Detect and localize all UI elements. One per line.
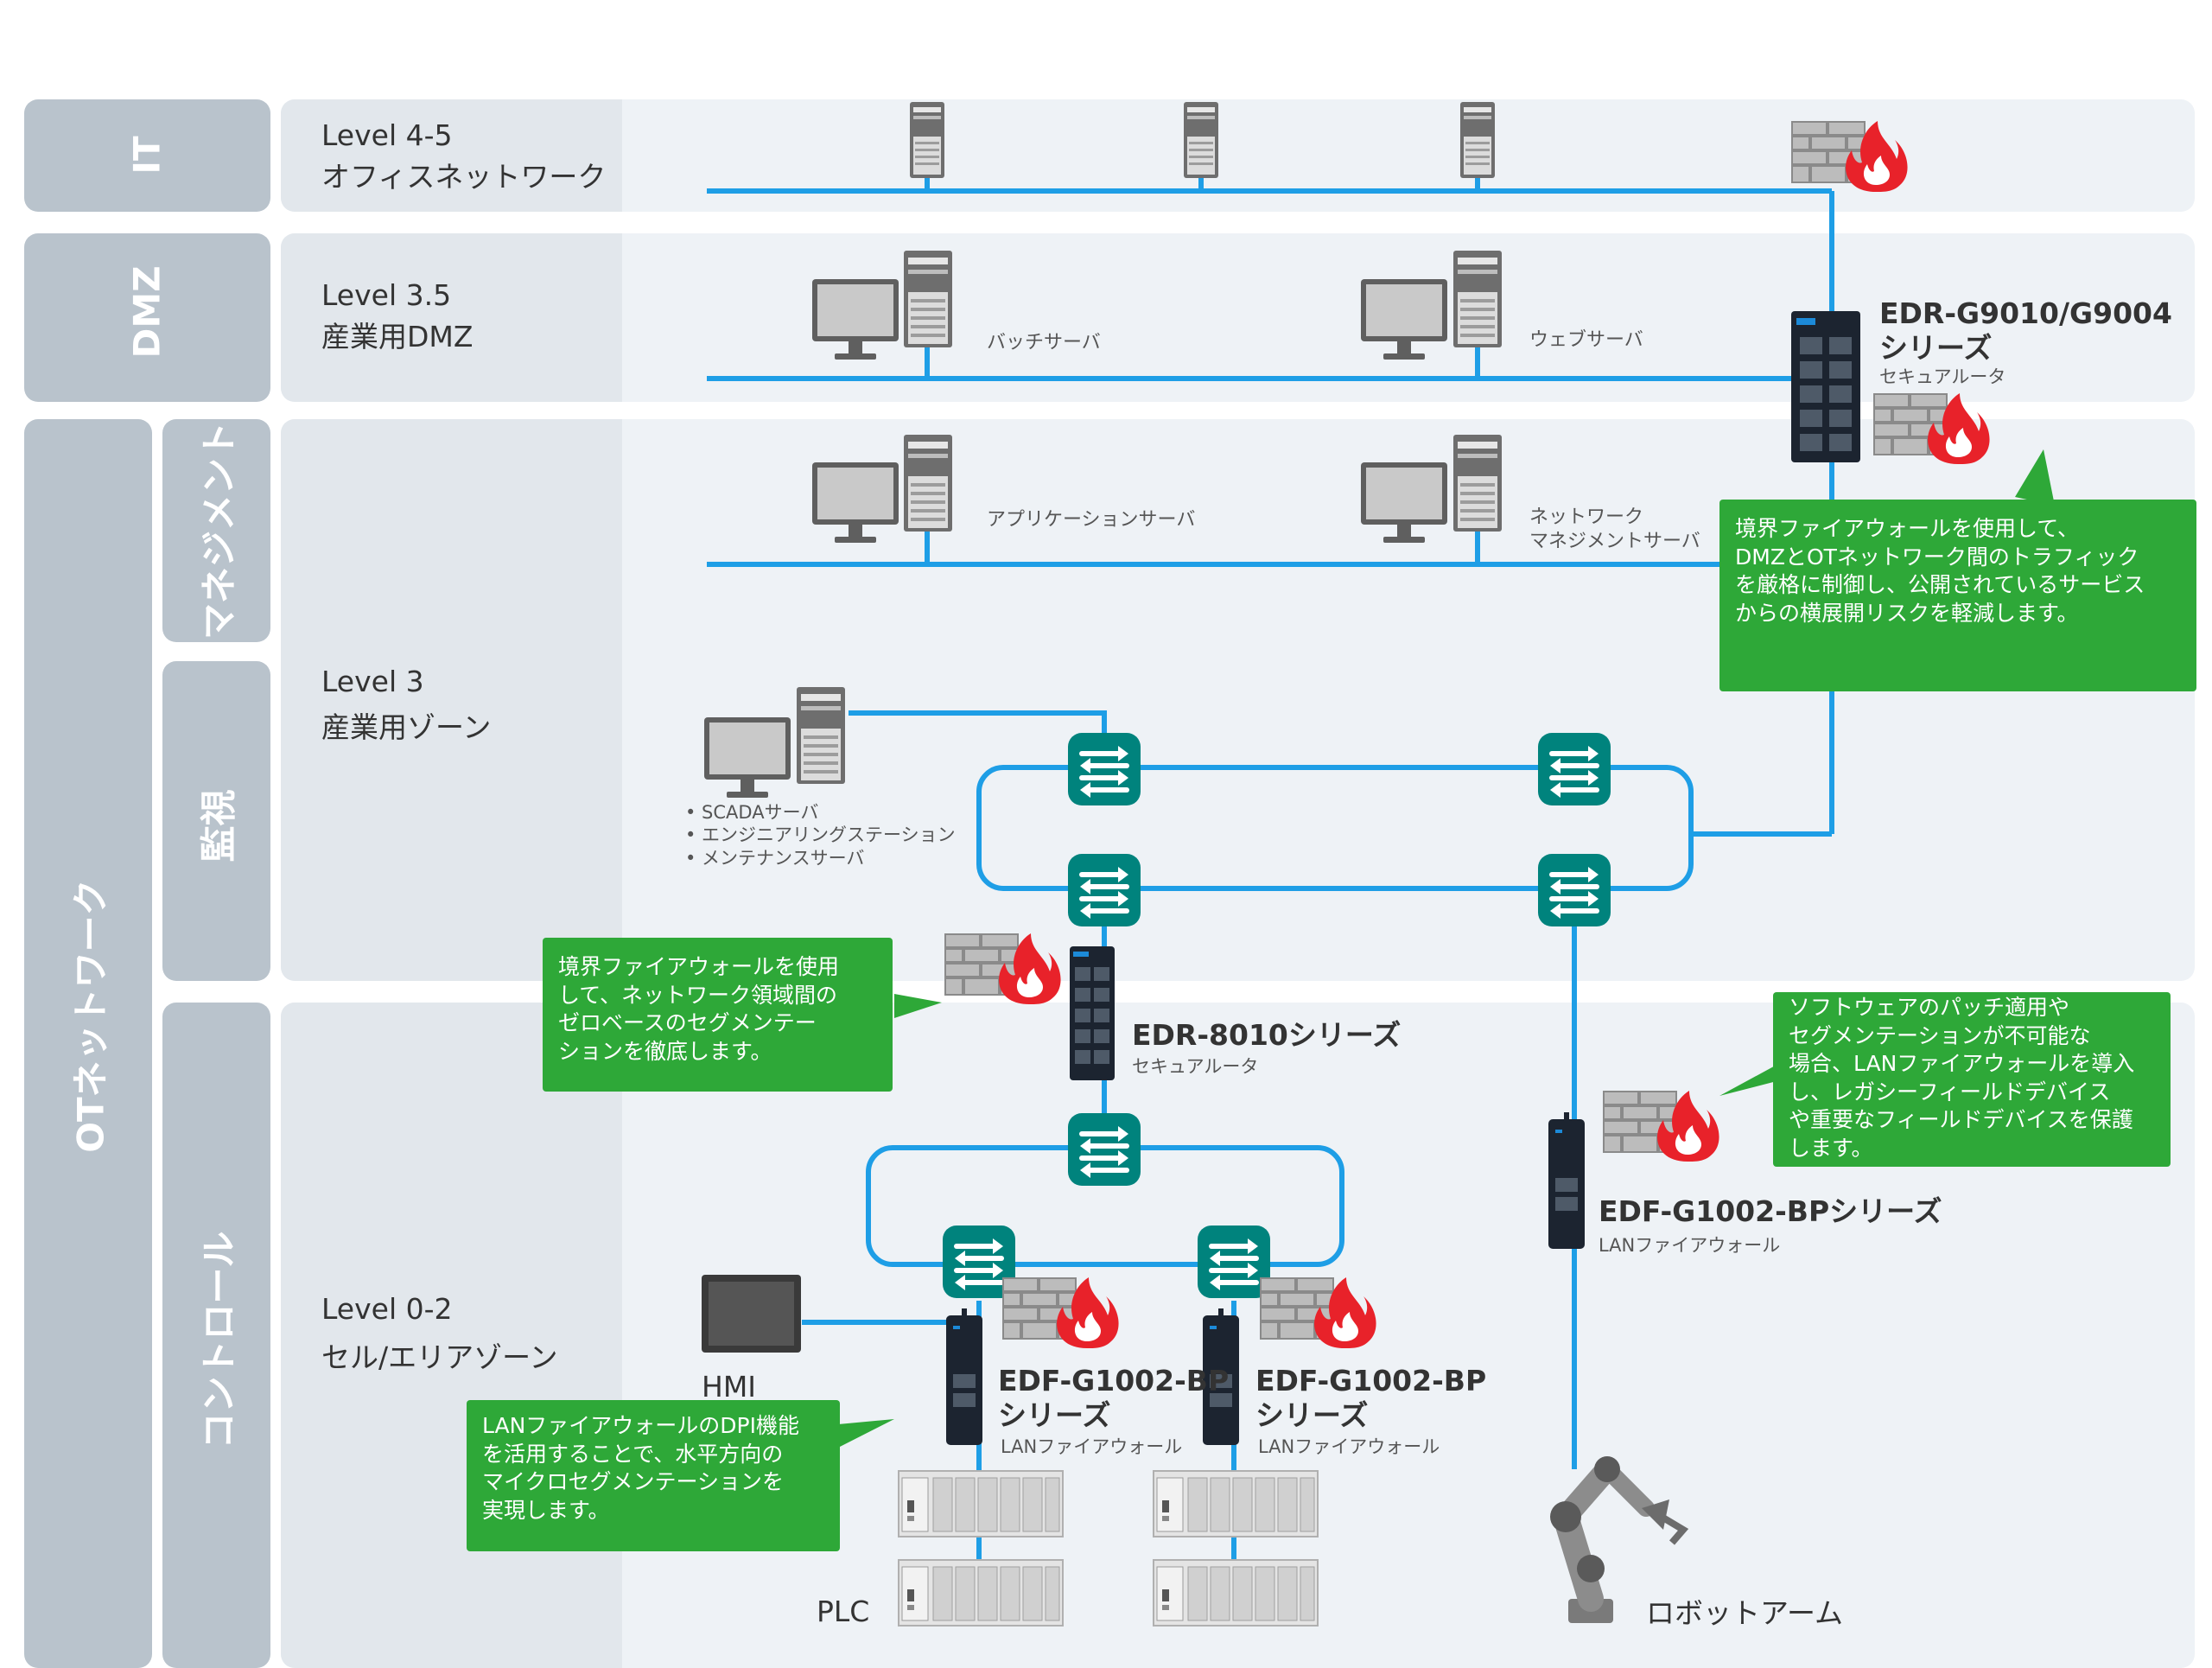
it-tier-box: IT bbox=[24, 99, 270, 212]
netmgmt-monitor-icon bbox=[1361, 462, 1447, 543]
app-monitor-icon bbox=[812, 462, 899, 543]
callout-zone-firewall: 境界ファイアウォールを使用 して、ネットワーク領域間の ゼロベースのセグメンテー… bbox=[543, 938, 893, 1092]
app-server-icon bbox=[904, 435, 952, 532]
edf-right-firewall-icon bbox=[1603, 1091, 1719, 1162]
g9010-title: EDR-G9010/G9004 シリーズ bbox=[1879, 296, 2172, 365]
callout-dpi: LANファイアウォールのDPI機能 を活用することで、水平方向の マイクロセグメ… bbox=[467, 1400, 840, 1551]
callout-dmz-firewall: 境界ファイアウォールを使用して、 DMZとOTネットワーク間のトラフィック を厳… bbox=[1719, 500, 2196, 691]
plc-a-top-icon bbox=[898, 1470, 1064, 1537]
it-server-2-icon bbox=[1184, 102, 1218, 178]
switch-ring2-right-icon bbox=[1198, 1226, 1270, 1298]
management-box: マネジメント bbox=[162, 419, 270, 642]
level-3-label: Level 3 産業用ゾーン bbox=[321, 665, 492, 744]
level-35-label: Level 3.5 産業用DMZ bbox=[321, 278, 474, 353]
band-dmz bbox=[281, 233, 2195, 402]
plc-label: PLC bbox=[817, 1595, 870, 1628]
netmgmt-server-icon bbox=[1453, 435, 1502, 532]
edr-g9010-device-icon bbox=[1791, 311, 1860, 462]
web-monitor-icon bbox=[1361, 279, 1447, 360]
hmi-label: HMI bbox=[702, 1370, 757, 1404]
edf-a-device-icon bbox=[946, 1308, 982, 1445]
edr8010-subtitle: セキュアルータ bbox=[1132, 1056, 1259, 1077]
it-server-1-icon bbox=[910, 102, 944, 178]
edf-b-subtitle: LANファイアウォール bbox=[1258, 1436, 1440, 1457]
scada-server-list: • SCADAサーバ • エンジニアリングステーション • メンテナンスサーバ bbox=[685, 802, 956, 869]
edr8010-firewall-icon bbox=[944, 933, 1061, 1004]
g9010-firewall-icon bbox=[1873, 393, 1990, 464]
ot-tier-box: OTネットワーク bbox=[24, 419, 152, 1668]
switch-ring2-top-icon bbox=[1068, 1113, 1141, 1186]
switch-ring1-c-icon bbox=[1068, 854, 1141, 926]
batch-monitor-icon bbox=[812, 279, 899, 360]
callout-legacy-devices: ソフトウェアのパッチ適用や セグメンテーションが不可能な 場合、LANファイアウ… bbox=[1773, 992, 2171, 1167]
scada-server-icon bbox=[797, 687, 845, 784]
web-server-icon bbox=[1453, 251, 1502, 347]
edf-right-device-icon bbox=[1548, 1112, 1585, 1249]
app-server-label: アプリケーションサーバ bbox=[987, 509, 1196, 531]
level-02-label: Level 0-2 セル/エリアゾーン bbox=[321, 1292, 558, 1375]
robot-arm-label: ロボットアーム bbox=[1646, 1596, 1844, 1630]
it-server-3-icon bbox=[1460, 102, 1495, 178]
dmz-tier-box: DMZ bbox=[24, 233, 270, 402]
level-45-label: Level 4-5 オフィスネットワーク bbox=[321, 118, 607, 194]
scada-monitor-icon bbox=[704, 717, 791, 798]
control-box: コントロール bbox=[162, 1003, 270, 1668]
robot-arm-icon bbox=[1550, 1456, 1689, 1623]
edf-a-firewall-icon bbox=[1002, 1277, 1119, 1348]
batch-server-icon bbox=[904, 251, 952, 347]
it-firewall-icon bbox=[1791, 121, 1908, 192]
edf-right-title: EDF-G1002-BPシリーズ bbox=[1599, 1194, 1942, 1228]
g9010-subtitle: セキュアルータ bbox=[1879, 366, 2006, 387]
edf-b-firewall-icon bbox=[1260, 1277, 1376, 1348]
monitoring-box: 監視 bbox=[162, 661, 270, 981]
switch-ring1-d-icon bbox=[1538, 854, 1611, 926]
plc-b-bottom-icon bbox=[1153, 1559, 1319, 1627]
hmi-icon bbox=[702, 1275, 801, 1353]
edf-a-title: EDF-G1002-BP シリーズ bbox=[998, 1364, 1230, 1432]
plc-a-bottom-icon bbox=[898, 1559, 1064, 1627]
netmgmt-server-label: ネットワーク マネジメントサーバ bbox=[1529, 506, 1700, 552]
web-server-label: ウェブサーバ bbox=[1529, 329, 1643, 351]
edf-a-subtitle: LANファイアウォール bbox=[1001, 1436, 1183, 1457]
batch-server-label: バッチサーバ bbox=[987, 332, 1101, 353]
edr-8010-device-icon bbox=[1070, 946, 1115, 1080]
switch-ring1-b-icon bbox=[1538, 733, 1611, 805]
edf-b-title: EDF-G1002-BP シリーズ bbox=[1255, 1364, 1487, 1432]
edr8010-title: EDR-8010シリーズ bbox=[1132, 1018, 1402, 1052]
plc-b-top-icon bbox=[1153, 1470, 1319, 1537]
switch-ring1-a-icon bbox=[1068, 733, 1141, 805]
edf-right-subtitle: LANファイアウォール bbox=[1599, 1235, 1781, 1256]
